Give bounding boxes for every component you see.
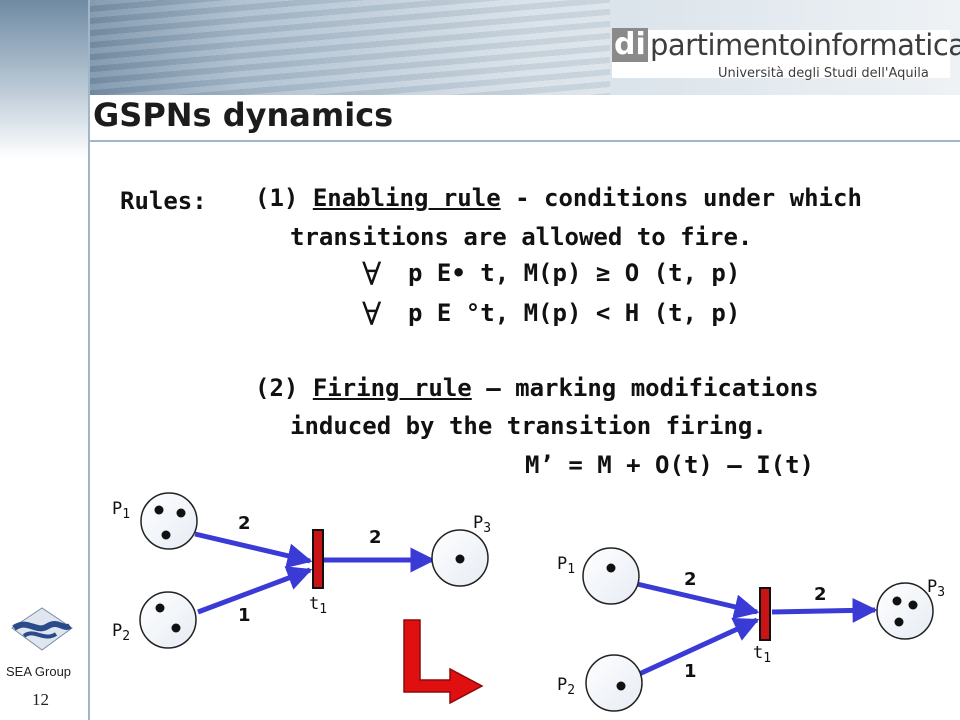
slide-title: GSPNs dynamics — [93, 96, 394, 134]
rule2-rest: – marking modifications — [471, 374, 819, 402]
rule2-line1: (2) Firing rule – marking modifications — [255, 373, 819, 403]
token — [616, 681, 626, 691]
weight-p1-t1: 2 — [238, 513, 251, 534]
forall-icon: ∀ — [362, 295, 382, 333]
net-before-firing: P1 P2 P3 t1 2 1 2 — [112, 492, 491, 649]
left-strip — [0, 0, 88, 720]
left-divider — [88, 0, 90, 720]
token — [161, 530, 171, 540]
rule2-name: Firing rule — [312, 374, 472, 402]
title-divider — [90, 140, 960, 142]
label-t1: t1 — [309, 594, 327, 617]
token — [455, 554, 465, 564]
page-number: 12 — [32, 690, 49, 709]
arc-p2-t1 — [197, 566, 313, 615]
token — [155, 603, 165, 613]
label-p1: P1 — [557, 554, 575, 577]
token — [171, 623, 181, 633]
label-t1: t1 — [753, 643, 771, 666]
rule1-name: Enabling rule — [312, 184, 501, 212]
weight-p2-t1: 1 — [684, 661, 697, 682]
token — [606, 563, 616, 573]
net-after-firing: P1 P2 P3 t1 2 1 2 — [557, 547, 945, 712]
logo-di: di — [612, 27, 648, 62]
label-p3: P3 — [927, 577, 945, 600]
weight-t1-p3: 2 — [369, 527, 382, 548]
footer-group: SEA Group — [6, 664, 72, 679]
rule1-condition2: p E °t, M(p) < H (t, p) — [408, 299, 741, 327]
place-p2 — [585, 654, 643, 712]
token — [908, 600, 918, 610]
arc-p1-t1 — [636, 581, 760, 620]
label-p2: P2 — [557, 675, 575, 698]
place-p1 — [582, 547, 640, 605]
token — [154, 505, 164, 515]
rule1-line2: transitions are allowed to fire. — [290, 223, 753, 251]
token — [176, 508, 186, 518]
rule1-line1: (1) Enabling rule - conditions under whi… — [255, 183, 862, 213]
transition-t1 — [759, 587, 771, 641]
place-p2 — [139, 591, 197, 649]
arc-t1-p3 — [771, 597, 878, 623]
weight-p1-t1: 2 — [684, 569, 697, 590]
label-p3: P3 — [473, 513, 491, 536]
rule2-formula: M’ = M + O(t) – I(t) — [525, 451, 814, 479]
rule1-rest: - conditions under which — [500, 184, 862, 212]
token — [892, 596, 902, 606]
label-p1: P1 — [112, 499, 130, 522]
token — [894, 617, 904, 627]
weight-p2-t1: 1 — [238, 605, 251, 626]
place-p1 — [140, 492, 198, 550]
weight-t1-p3: 2 — [814, 584, 827, 605]
transition-t1 — [312, 529, 324, 589]
label-p2: P2 — [112, 621, 130, 644]
header-decoration — [90, 0, 610, 95]
sea-group-logo-icon — [11, 607, 73, 651]
rule1-number: (1) — [255, 184, 299, 212]
logo-name: partimentoinformatica — [650, 28, 960, 62]
rules-label: Rules: — [120, 187, 207, 215]
rule2-line2: induced by the transition firing. — [290, 412, 767, 440]
rule2-number: (2) — [255, 374, 299, 402]
department-logo — [612, 30, 950, 78]
place-p3 — [876, 582, 934, 640]
rule1-condition1: p E• t, M(p) ≥ O (t, p) — [408, 259, 741, 287]
forall-icon: ∀ — [362, 255, 382, 293]
firing-arrow-icon — [403, 619, 484, 705]
arc-p2-t1 — [635, 617, 760, 678]
logo-university: Università degli Studi dell'Aquila — [718, 66, 929, 81]
arc-p1-t1 — [194, 531, 313, 569]
